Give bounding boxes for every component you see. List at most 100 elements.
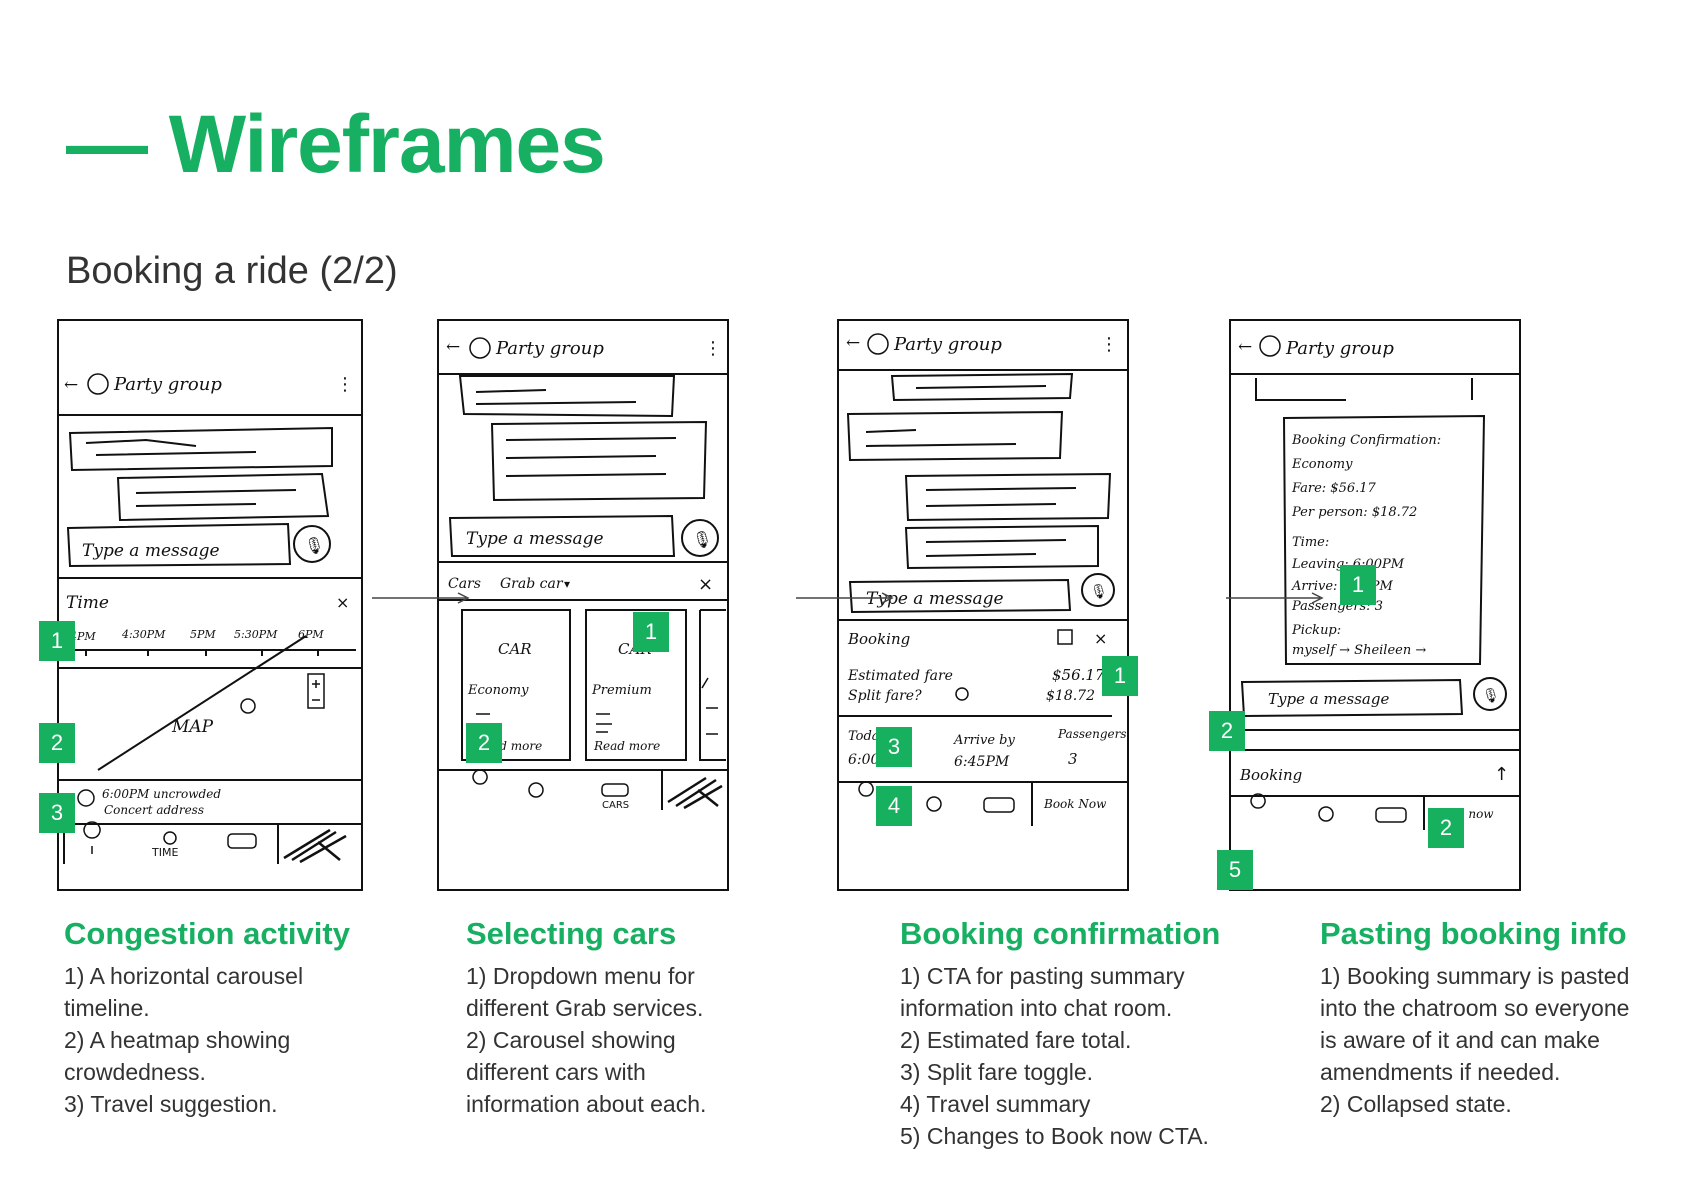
confirmation-line: Per person: $18.72 xyxy=(1291,505,1417,520)
mic-icon: 🎙 xyxy=(692,530,712,549)
arrive-by-label: Arrive by xyxy=(953,733,1015,748)
read-more-link: Read more xyxy=(593,739,660,753)
timeline-tick: 5PM xyxy=(190,628,216,641)
booking-label: Booking xyxy=(847,630,910,648)
confirmation-line: Booking Confirmation: xyxy=(1291,433,1441,448)
more-icon: ⋮ xyxy=(1100,334,1118,355)
description-line: different cars with xyxy=(466,1059,646,1085)
scribble-icon xyxy=(667,776,723,810)
book-now-cta: Book Now xyxy=(1043,797,1107,811)
more-icon: ⋮ xyxy=(336,374,354,395)
group-avatar-icon xyxy=(1259,335,1281,357)
scribble-icon xyxy=(283,828,347,864)
confirmation-line: myself → Sheileen → xyxy=(1292,643,1426,658)
flow-arrow-icon xyxy=(372,592,470,604)
passengers-label: Passengers xyxy=(1057,727,1127,741)
confirmation-line: Time: xyxy=(1292,535,1329,550)
annotation-marker: 1 xyxy=(633,612,669,652)
annotation-marker: 2 xyxy=(466,723,502,763)
description-line: 4) Travel summary xyxy=(900,1091,1091,1117)
group-avatar-icon xyxy=(87,373,109,395)
svg-text:←: ← xyxy=(446,337,460,357)
cars-label: Cars xyxy=(448,576,481,592)
confirmation-line: Leaving: 6:00PM xyxy=(1291,557,1405,572)
estimated-fare-label: Estimated fare xyxy=(847,668,953,684)
group-avatar-icon xyxy=(867,333,889,355)
annotation-marker: 2 xyxy=(1209,711,1245,751)
mic-icon: 🎙 xyxy=(1482,687,1500,704)
passengers-value: 3 xyxy=(1068,750,1078,768)
annotation-marker: 1 xyxy=(1340,565,1376,605)
annotation-marker: 1 xyxy=(39,621,75,661)
description-line: crowdedness. xyxy=(64,1059,206,1085)
annotation-marker: 2 xyxy=(39,723,75,763)
annotation-marker: 3 xyxy=(39,793,75,833)
description-line: 2) Carousel showing xyxy=(466,1027,676,1053)
timeline-tick: 5:30PM xyxy=(234,628,278,641)
svg-text:←: ← xyxy=(846,333,860,353)
description-line: 1) CTA for pasting summary xyxy=(900,963,1185,989)
message-input-label: Type a message xyxy=(82,541,220,561)
flow-arrow-icon xyxy=(796,592,894,604)
description-line: timeline. xyxy=(64,995,150,1021)
description-line: into the chatroom so everyone xyxy=(1320,995,1630,1021)
chat-header-label: Party group xyxy=(113,374,222,395)
car-icon xyxy=(601,783,629,797)
smiley-icon xyxy=(77,789,95,807)
chat-header-label: Party group xyxy=(1285,338,1394,359)
column-description: 1) CTA for pasting summary information i… xyxy=(900,960,1240,1152)
car-icon xyxy=(227,833,257,849)
column-description: 1) Booking summary is pasted into the ch… xyxy=(1320,960,1660,1120)
dropdown-icon: ▾ xyxy=(564,577,570,591)
message-input-label: Type a message xyxy=(1268,690,1389,708)
grab-car-dropdown: Grab car xyxy=(500,576,564,592)
page-title: — Wireframes xyxy=(66,99,606,190)
timeline-tick: 4:30PM xyxy=(121,628,166,641)
close-icon: × xyxy=(698,574,713,595)
description-line: different Grab services. xyxy=(466,995,704,1021)
clock-icon xyxy=(926,796,942,812)
paste-icon xyxy=(1057,629,1073,645)
column-title: Booking confirmation xyxy=(900,916,1221,951)
clock-icon xyxy=(1318,806,1334,822)
map-label: MAP xyxy=(171,717,214,737)
nav-time-label: TIME xyxy=(151,846,178,859)
description-line: 3) Split fare toggle. xyxy=(900,1059,1094,1085)
confirmation-line: Pickup: xyxy=(1291,623,1341,638)
economy-label: Economy xyxy=(467,683,529,698)
nav-cars-label: CARS xyxy=(602,800,629,811)
chat-header-label: Party group xyxy=(495,338,604,359)
description-line: 5) Changes to Book now CTA. xyxy=(900,1123,1209,1149)
description-line: information into chat room. xyxy=(900,995,1173,1021)
flow-arrow-icon xyxy=(1226,592,1324,604)
map-pin-icon xyxy=(1250,793,1266,809)
map-pin-icon xyxy=(240,698,256,714)
car-icon xyxy=(1375,807,1407,823)
page-subtitle: Booking a ride (2/2) xyxy=(66,250,398,292)
confirmation-line: Economy xyxy=(1291,457,1353,472)
suggestion-line: Concert address xyxy=(104,803,204,817)
wireframe-congestion: ← Party group ⋮ Type a message 🎙 Time × … xyxy=(56,318,386,891)
premium-label: Premium xyxy=(591,683,652,698)
description-line: 2) Estimated fare total. xyxy=(900,1027,1132,1053)
booking-label: Booking xyxy=(1239,766,1302,784)
split-fare-label: Split fare? xyxy=(848,688,922,704)
close-icon: × xyxy=(336,593,349,612)
annotation-marker: 5 xyxy=(1217,850,1253,890)
annotation-marker: 2 xyxy=(1428,808,1464,848)
arrive-value: 6:45PM xyxy=(954,754,1010,770)
column-description: 1) Dropdown menu for different Grab serv… xyxy=(466,960,806,1120)
description-line: amendments if needed. xyxy=(1320,1059,1561,1085)
timeline-tick: 4PM xyxy=(69,630,96,643)
clock-icon xyxy=(528,782,544,798)
split-value: $18.72 xyxy=(1046,688,1095,704)
wireframe-booking-confirmation: ← Party group ⋮ Type a message 🎙 Booking… xyxy=(836,318,1166,891)
column-title: Selecting cars xyxy=(466,916,677,951)
chat-header-label: Party group xyxy=(893,334,1002,355)
mic-icon: 🎙 xyxy=(1090,583,1108,600)
description-line: information about each. xyxy=(466,1091,707,1117)
more-icon: ⋮ xyxy=(704,338,722,359)
message-input-label: Type a message xyxy=(866,589,1004,609)
map-pin-icon xyxy=(858,781,874,797)
confirmation-line: Fare: $56.17 xyxy=(1291,481,1377,496)
